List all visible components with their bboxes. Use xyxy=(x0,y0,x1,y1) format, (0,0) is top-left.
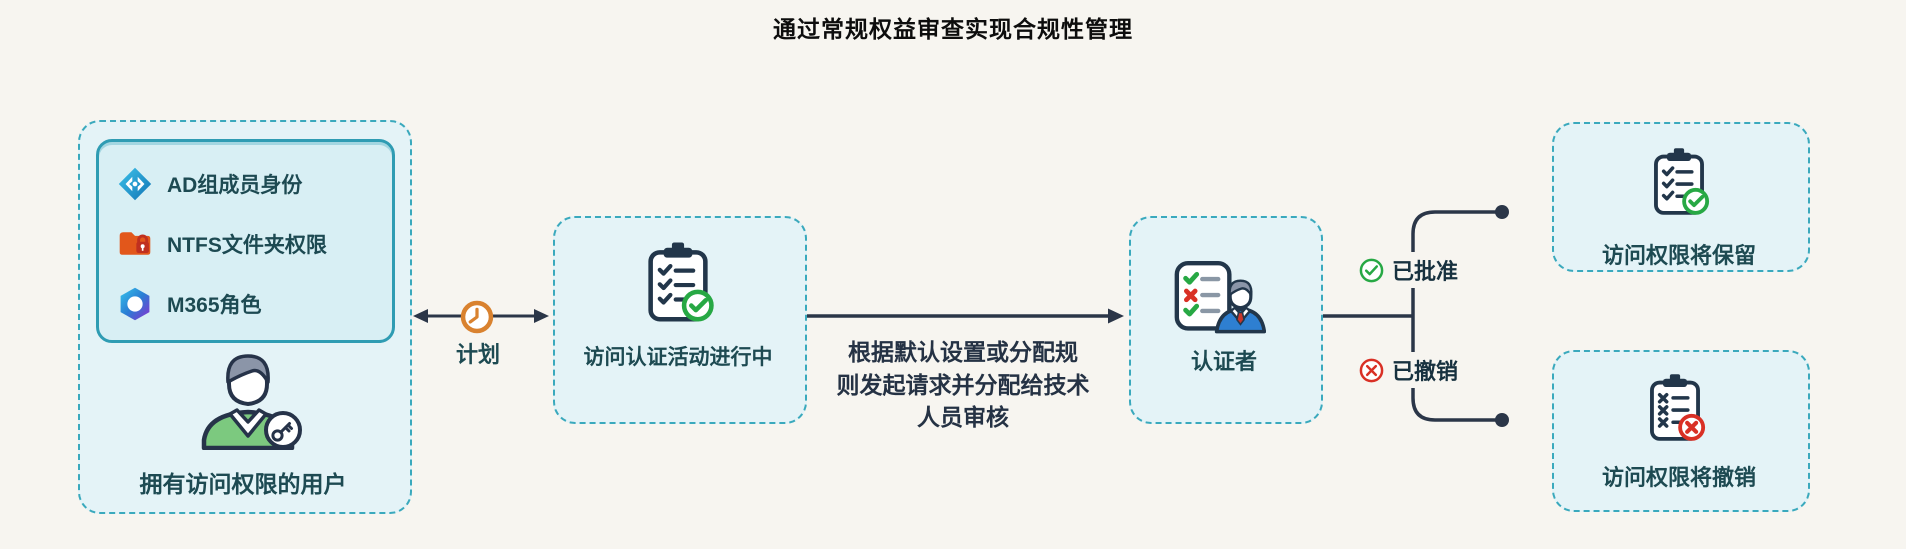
schedule-label: 计划 xyxy=(455,342,500,367)
certifier-label: 认证者 xyxy=(1190,349,1257,374)
page-title: 通过常规权益审查实现合规性管理 xyxy=(773,16,1133,42)
resource-label: NTFS文件夹权限 xyxy=(167,234,327,257)
clipboard-check-icon xyxy=(1647,146,1711,217)
resources-box: AD组成员身份 NTFS文件夹权限 M365角色 xyxy=(96,139,395,343)
decision-approved: 已批准 xyxy=(1357,252,1465,288)
decision-branch-lines xyxy=(1319,210,1497,422)
branch-endpoint-bottom xyxy=(1495,413,1509,427)
request-arrowhead xyxy=(1108,308,1124,324)
resource-row-ntfs: NTFS文件夹权限 xyxy=(117,224,327,264)
request-description-line2: 则发起请求并分配给技术 xyxy=(836,371,1090,398)
certifier-checklist-person-icon xyxy=(1172,260,1266,334)
arrowhead-left xyxy=(413,309,428,323)
resource-label: AD组成员身份 xyxy=(167,174,303,197)
outcome-retained-label: 访问权限将保留 xyxy=(1601,243,1756,268)
request-description-line1: 根据默认设置或分配规 xyxy=(848,339,1078,365)
user-with-key-icon xyxy=(188,346,310,450)
outcome-revoked-label: 访问权限将撤销 xyxy=(1601,465,1756,490)
request-description: 根据默认设置或分配规 则发起请求并分配给技术 人员审核 xyxy=(808,336,1118,434)
approved-check-circle-icon xyxy=(1359,258,1384,283)
decision-revoked: 已撤销 xyxy=(1357,352,1465,388)
arrowhead-right xyxy=(534,309,549,323)
clipboard-x-icon xyxy=(1643,372,1707,443)
user-caption: 拥有访问权限的用户 xyxy=(139,471,347,497)
clock-icon xyxy=(459,299,495,335)
resource-label: M365角色 xyxy=(167,294,262,317)
request-description-line3: 人员审核 xyxy=(917,404,1009,430)
revoked-x-circle-icon xyxy=(1359,358,1384,383)
clipboard-check-icon xyxy=(640,240,716,324)
m365-icon xyxy=(117,286,153,322)
azure-ad-icon xyxy=(117,166,153,202)
revoked-label: 已撤销 xyxy=(1392,359,1459,384)
ntfs-folder-lock-icon xyxy=(117,227,153,261)
approved-label: 已批准 xyxy=(1392,259,1459,284)
resource-row-m365: M365角色 xyxy=(117,284,262,324)
certification-activity-label: 访问认证活动进行中 xyxy=(583,346,773,369)
branch-endpoint-top xyxy=(1495,205,1509,219)
outcome-retained-box xyxy=(1552,122,1810,272)
resource-row-ad: AD组成员身份 xyxy=(117,164,302,204)
